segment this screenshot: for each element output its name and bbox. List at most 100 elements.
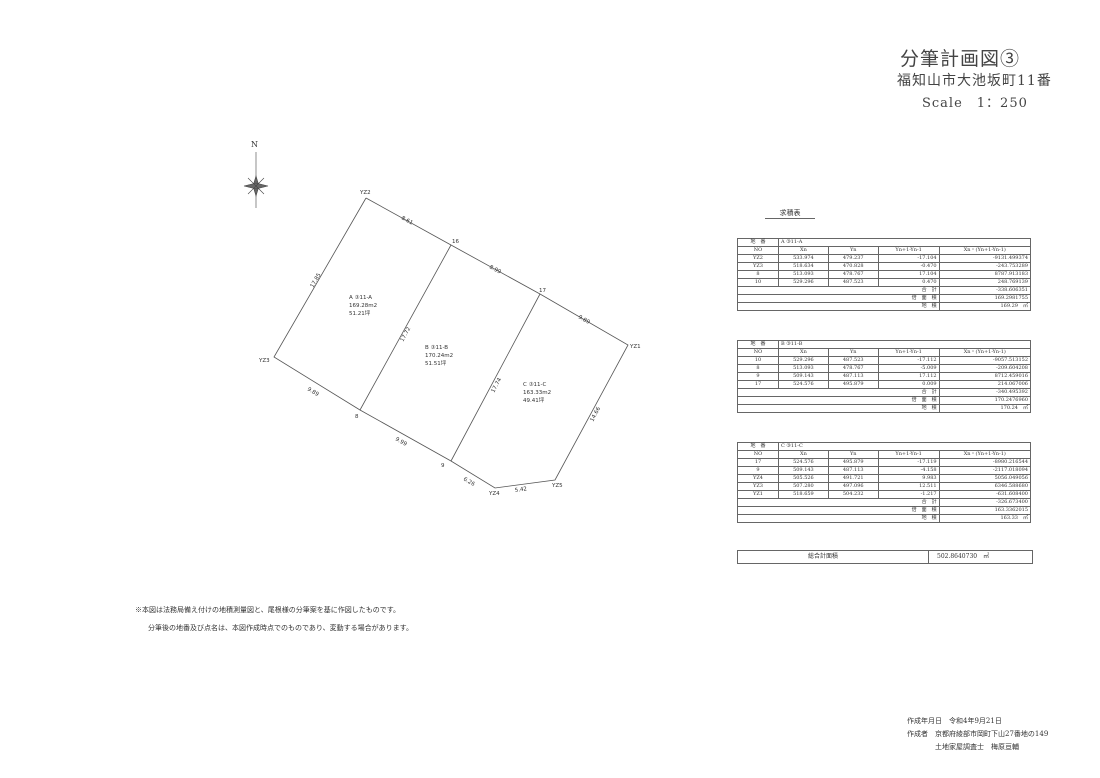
cell: YZ3	[737, 262, 779, 271]
sum-value: -326.673400	[938, 498, 1032, 507]
lot-c-area: 163.33m2	[523, 390, 551, 396]
area-label: 地 積	[737, 404, 940, 413]
cell: 479.237	[827, 254, 879, 263]
cell: 8	[737, 270, 779, 279]
cell: 12.511	[877, 482, 940, 491]
cell: 9	[737, 466, 779, 475]
col-header: NO	[737, 450, 779, 459]
cell: 533.974	[778, 254, 829, 263]
footer-date-value: 令和4年9月21日	[949, 717, 1002, 725]
cell: -17.112	[877, 356, 940, 365]
table-head-label: 地 番	[737, 238, 779, 247]
lot-b-tsubo: 51.51坪	[425, 359, 447, 367]
col-header: Xn・(Yn+1-Yn-1)	[938, 348, 1032, 357]
table-row: YZ3 507.280 497.096 12.511 6346.588680	[737, 482, 1032, 491]
cell: YZ4	[737, 474, 779, 483]
lot-a-area: 169.28m2	[349, 303, 377, 309]
lot-c-name: C ③11-C	[523, 382, 547, 388]
area-tables-heading: 求積表	[765, 208, 815, 219]
footer-author-title: 土地家屋調査士	[935, 743, 984, 751]
area-value: 163.33 ㎡	[938, 514, 1032, 523]
cell: 513.093	[778, 270, 829, 279]
division-line-bc	[450, 293, 541, 462]
dimension-label: 17.72	[400, 326, 413, 343]
cell: 487.523	[827, 278, 879, 287]
cell: 9.983	[877, 474, 940, 483]
note-line-1: ※本図は法務局備え付けの地積測量図と、尾根様の分筆案を基に作図したものです。	[135, 606, 401, 614]
note-line-2: 分筆後の地番及び点名は、本図作成時点でのものであり、変動する場合があります。	[148, 624, 413, 632]
cell: 509.143	[778, 466, 829, 475]
point-label: YZ2	[359, 190, 371, 196]
lot-a-name: A ③11-A	[349, 295, 372, 301]
cell: 10	[737, 356, 779, 365]
double-area-value: 170.2476960	[938, 396, 1032, 405]
drawing-title: 分筆計画図③	[900, 48, 1021, 70]
table-head-label: 地 番	[737, 340, 779, 349]
cell: 17.104	[877, 270, 940, 279]
cell: 478.767	[827, 364, 879, 373]
cell: 8712.459016	[938, 372, 1032, 381]
cell: 17	[737, 458, 779, 467]
division-line-ab	[359, 244, 452, 411]
lot-b-area: 170.24m2	[425, 353, 453, 359]
double-area-value: 163.3362015	[938, 506, 1032, 515]
table-row: 8 513.093 478.767 17.104 8787.913183	[737, 270, 1032, 279]
sum-label: 合 計	[737, 388, 940, 397]
col-header: Xn・(Yn+1-Yn-1)	[938, 246, 1032, 255]
cell: 8787.913183	[938, 270, 1032, 279]
area-label: 地 積	[737, 302, 940, 311]
col-header: NO	[737, 348, 779, 357]
dimension-label: 5.42	[514, 486, 527, 494]
cell: 495.879	[827, 380, 879, 389]
point-label: 17	[539, 288, 546, 294]
dimension-label: 8.99	[488, 264, 502, 275]
point-label: YZ3	[258, 358, 270, 364]
cell: 487.523	[827, 356, 879, 365]
cell: -631.608400	[938, 490, 1032, 499]
cell: 10	[737, 278, 779, 287]
footer-date: 作成年月日 令和4年9月21日	[907, 716, 1002, 726]
table-row: 17 524.576 495.879 -17.119 -8980.216544	[737, 458, 1032, 467]
double-area-label: 倍 面 積	[737, 294, 940, 303]
cell: 470.828	[827, 262, 879, 271]
cell: -17.104	[877, 254, 940, 263]
lot-b-name: B ③11-B	[425, 345, 448, 351]
cell: 513.093	[778, 364, 829, 373]
double-area-value: 169.2981755	[938, 294, 1032, 303]
cell: 17	[737, 380, 779, 389]
point-label: YZ1	[629, 344, 641, 350]
cell: -9131.499374	[938, 254, 1032, 263]
area-table-c: 地 番 C ③11-C NO Xn Yn Yn+1-Yn-1 Xn・(Yn+1-…	[737, 442, 1032, 523]
col-header: NO	[737, 246, 779, 255]
cell: YZ1	[737, 490, 779, 499]
sum-value: -340.495392	[938, 388, 1032, 397]
area-table-b: 地 番 B ③11-B NO Xn Yn Yn+1-Yn-1 Xn・(Yn+1-…	[737, 340, 1032, 413]
cell: 487.113	[827, 466, 879, 475]
footer-surveyor: 土地家屋調査士 梅原亘輔	[935, 742, 1019, 752]
dimension-label: 9.89	[306, 387, 320, 399]
boundary-line	[273, 197, 629, 489]
table-row: 8 513.093 478.767 -5.009 -209.604208	[737, 364, 1032, 373]
col-header: Yn	[827, 348, 879, 357]
cell: 497.096	[827, 482, 879, 491]
cell: 509.143	[778, 372, 829, 381]
cell: YZ2	[737, 254, 779, 263]
cell: 507.280	[778, 482, 829, 491]
area-table-a: 地 番 A ③11-A NO Xn Yn Yn+1-Yn-1 Xn・(Yn+1-…	[737, 238, 1032, 311]
cell: 504.232	[827, 490, 879, 499]
cell: 529.296	[778, 278, 829, 287]
double-area-label: 倍 面 積	[737, 506, 940, 515]
dimension-label: 6.26	[462, 477, 476, 489]
cell: 17.112	[877, 372, 940, 381]
drawing-location: 福知山市大池坂町11番	[897, 73, 1052, 89]
drawing-scale: Scale 1：250	[922, 96, 1028, 111]
lot-c-tsubo: 49.41坪	[523, 396, 545, 404]
table-lot: A ③11-A	[778, 238, 1031, 247]
cell: -209.604208	[938, 364, 1032, 373]
cell: -0.470	[877, 262, 940, 271]
dimension-label: 17.85	[310, 272, 323, 289]
col-header: Yn+1-Yn-1	[877, 246, 940, 255]
table-head-label: 地 番	[737, 442, 779, 451]
col-header: Yn+1-Yn-1	[877, 348, 940, 357]
